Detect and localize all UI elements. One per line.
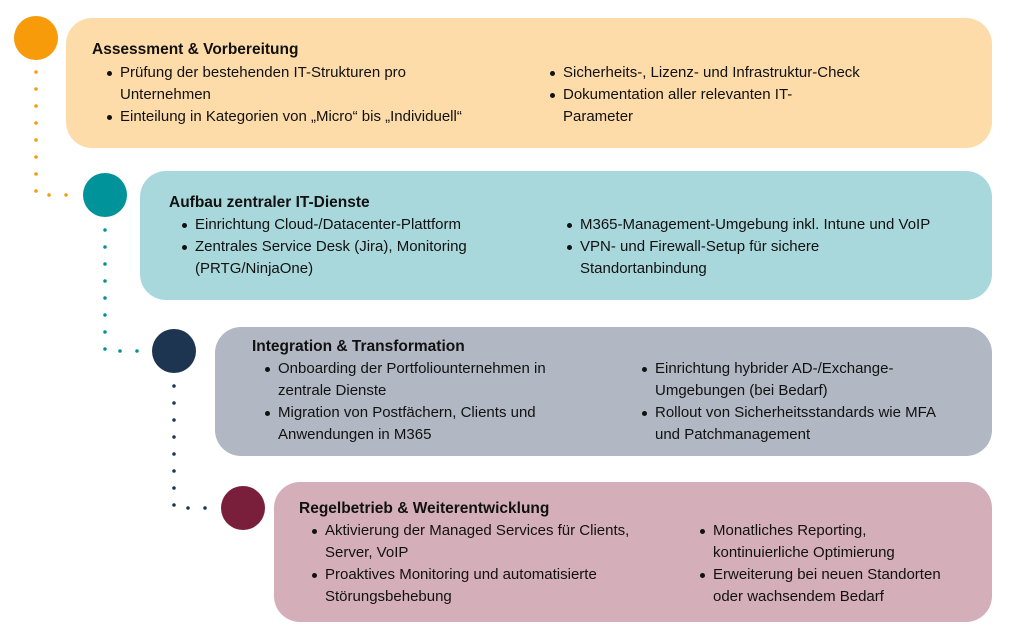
phase-2-title: Aufbau zentraler IT-Dienste xyxy=(169,194,370,211)
phase-2-marker xyxy=(83,173,127,217)
phase-3-left-list: Onboarding der Portfoliounternehmen in z… xyxy=(265,358,546,446)
list-item: Prüfung der bestehenden IT-Strukturen pr… xyxy=(107,62,462,106)
phase-3-marker xyxy=(152,329,196,373)
list-item: Onboarding der Portfoliounternehmen in z… xyxy=(265,358,546,402)
phase-1-left-list: Prüfung der bestehenden IT-Strukturen pr… xyxy=(107,62,462,128)
list-item: Einrichtung hybrider AD-/Exchange- Umgeb… xyxy=(642,358,936,402)
list-item: Monatliches Reporting, kontinuierliche O… xyxy=(700,520,941,564)
phase-4-marker xyxy=(221,486,265,530)
phase-3-right-list: Einrichtung hybrider AD-/Exchange- Umgeb… xyxy=(642,358,936,446)
phase-4-card: Regelbetrieb & Weiterentwicklung Aktivie… xyxy=(274,482,992,622)
phase-2-right-list: M365-Management-Umgebung inkl. Intune un… xyxy=(566,214,930,280)
list-item: M365-Management-Umgebung inkl. Intune un… xyxy=(566,214,930,236)
phase-1-card: Assessment & Vorbereitung Prüfung der be… xyxy=(66,18,992,148)
phase-4-left-list: Aktivierung der Managed Services für Cli… xyxy=(311,520,629,608)
list-item: Migration von Postfächern, Clients und A… xyxy=(265,402,546,446)
list-item: VPN- und Firewall-Setup für sichere Stan… xyxy=(566,236,930,280)
phase-4-title: Regelbetrieb & Weiterentwicklung xyxy=(299,500,550,517)
connector-3-4 xyxy=(172,384,218,510)
list-item: Dokumentation aller relevanten IT- Param… xyxy=(550,84,860,128)
list-item: Zentrales Service Desk (Jira), Monitorin… xyxy=(182,236,467,280)
list-item: Einrichtung Cloud-/Datacenter-Plattform xyxy=(182,214,467,236)
list-item: Erweiterung bei neuen Standorten oder wa… xyxy=(700,564,941,608)
phase-1-right-list: Sicherheits-, Lizenz- und Infrastruktur-… xyxy=(550,62,860,128)
phase-1-marker xyxy=(14,16,58,60)
list-item: Sicherheits-, Lizenz- und Infrastruktur-… xyxy=(550,62,860,84)
phase-2-left-list: Einrichtung Cloud-/Datacenter-Plattform … xyxy=(182,214,467,280)
phase-3-title: Integration & Transformation xyxy=(252,338,465,355)
list-item: Rollout von Sicherheitsstandards wie MFA… xyxy=(642,402,936,446)
list-item: Aktivierung der Managed Services für Cli… xyxy=(311,520,629,564)
list-item: Proaktives Monitoring und automatisierte… xyxy=(311,564,629,608)
phase-3-card: Integration & Transformation Onboarding … xyxy=(215,327,992,456)
phase-1-title: Assessment & Vorbereitung xyxy=(92,41,299,58)
phase-2-card: Aufbau zentraler IT-Dienste Einrichtung … xyxy=(140,171,992,300)
phase-4-right-list: Monatliches Reporting, kontinuierliche O… xyxy=(700,520,941,608)
list-item: Einteilung in Kategorien von „Micro“ bis… xyxy=(107,106,462,128)
